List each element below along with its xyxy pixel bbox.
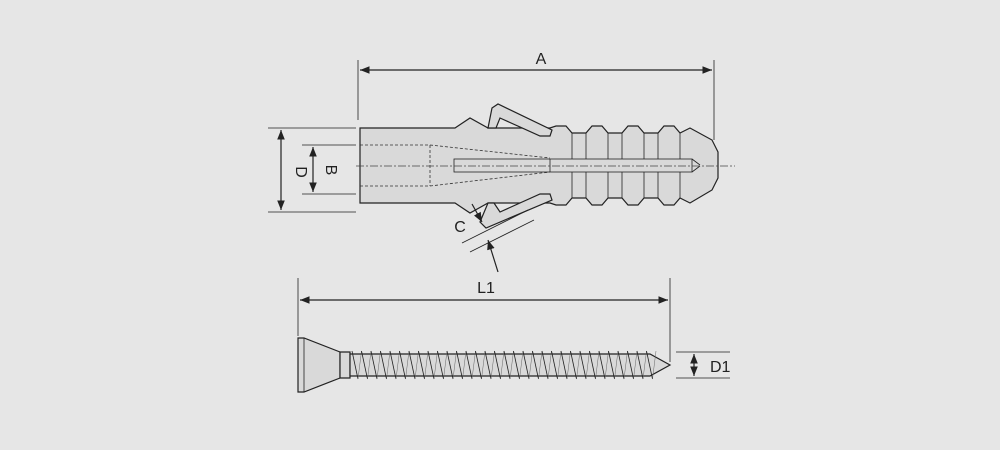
- dimension-c: C: [454, 203, 535, 273]
- dimension-d: D: [268, 127, 356, 213]
- screw: [297, 337, 672, 393]
- dimension-l1: L1: [297, 278, 671, 362]
- lower-wing: [479, 193, 553, 229]
- dimension-l1-label: L1: [477, 280, 495, 297]
- upper-wing: [487, 103, 553, 137]
- dimension-d1: D1: [676, 351, 731, 379]
- wall-plug: [356, 103, 735, 229]
- dimension-d-label: D: [292, 166, 309, 178]
- dimension-c-label: C: [454, 219, 466, 236]
- dimension-a: A: [357, 51, 715, 140]
- dimension-d1-label: D1: [710, 359, 731, 376]
- screw-threads: [351, 350, 657, 380]
- screw-shank: [339, 351, 351, 379]
- dimension-b: B: [302, 144, 356, 195]
- dimension-a-label: A: [536, 51, 547, 68]
- dimension-b-label: B: [322, 165, 339, 176]
- wall-plug-body: [359, 117, 719, 214]
